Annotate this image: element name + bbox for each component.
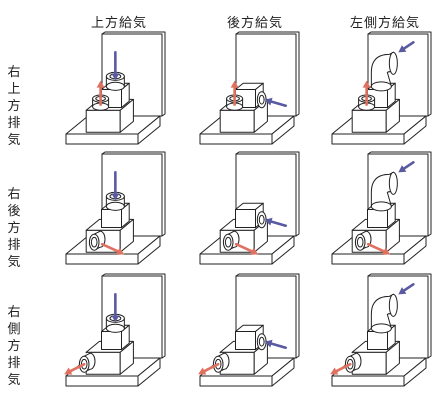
exhaust-arrow	[100, 242, 125, 255]
diagram-rear-supply-rear-exhaust	[199, 151, 300, 265]
unit-tower-front	[367, 209, 388, 228]
unit-tower-side	[121, 82, 130, 108]
supply-elbow	[370, 51, 398, 92]
diagram-rear-supply-top-exhaust	[199, 31, 300, 145]
exhaust-arrow	[234, 242, 259, 255]
unit-block-side	[385, 218, 400, 253]
diagram-left-supply-side-exhaust	[330, 273, 432, 387]
column-header-left-side-supply: 左側方給気	[349, 16, 420, 31]
exhaust-arrow	[96, 80, 105, 106]
supply-arrow	[398, 41, 415, 53]
unit-block-side	[119, 340, 134, 375]
row-header-right-rear-exhaust: 右後方排気	[7, 187, 21, 270]
unit-block-side	[119, 98, 134, 133]
supply-elbow	[370, 171, 398, 212]
base-front	[65, 133, 139, 145]
exhaust-arrow	[230, 80, 239, 106]
base-front	[65, 375, 139, 387]
exhaust-arrow	[362, 80, 371, 106]
diagram-top-supply-rear-exhaust	[65, 151, 166, 265]
base-front	[331, 253, 405, 265]
base-front	[199, 375, 273, 387]
unit-tower-front	[101, 209, 122, 228]
row-header-right-side-exhaust: 右側方排気	[7, 305, 21, 388]
base-front	[199, 133, 273, 145]
exhaust-port	[222, 230, 240, 251]
supply-arrow	[264, 97, 288, 107]
base-front	[65, 253, 139, 265]
supply-port	[256, 91, 267, 109]
exhaust-arrow	[198, 362, 220, 375]
supply-arrow	[398, 161, 415, 173]
diagram-left-supply-top-exhaust	[331, 31, 432, 145]
exhaust-port	[88, 230, 106, 251]
supply-arrow	[111, 171, 120, 201]
unit-block-side	[385, 340, 400, 375]
supply-arrow	[264, 339, 288, 350]
exhaust-arrow	[64, 362, 86, 375]
unit-tower-front	[235, 331, 256, 350]
unit-tower-side	[121, 324, 130, 350]
base-front	[331, 375, 405, 387]
unit-block-side	[385, 98, 400, 133]
supply-arrow	[264, 217, 288, 227]
unit-tower-front	[101, 331, 122, 350]
unit-block-front	[219, 109, 255, 133]
supply-arrow	[111, 293, 120, 323]
supply-arrow	[398, 283, 415, 295]
diagram-top-supply-side-exhaust	[64, 273, 166, 387]
unit-tower-front	[235, 209, 256, 228]
row-header-right-top-exhaust: 右上方排気	[7, 65, 21, 148]
diagram-left-supply-rear-exhaust	[331, 151, 432, 265]
exhaust-port	[354, 230, 372, 251]
supply-port	[256, 333, 267, 351]
base-front	[199, 253, 273, 265]
supply-arrow	[111, 51, 120, 81]
unit-block-side	[119, 218, 134, 253]
diagram-rear-supply-side-exhaust	[198, 273, 300, 387]
unit-tower-front	[367, 331, 388, 350]
supply-elbow	[370, 293, 398, 334]
unit-tower-side	[121, 202, 130, 228]
column-header-top-supply: 上方給気	[90, 16, 147, 31]
column-header-rear-supply: 後方給気	[226, 16, 283, 31]
base-front	[331, 133, 405, 145]
exhaust-arrow	[366, 242, 391, 255]
diagram-top-supply-top-exhaust	[65, 31, 166, 145]
unit-block-front	[85, 109, 121, 133]
unit-block-front	[351, 109, 387, 133]
exhaust-arrow	[330, 362, 352, 375]
